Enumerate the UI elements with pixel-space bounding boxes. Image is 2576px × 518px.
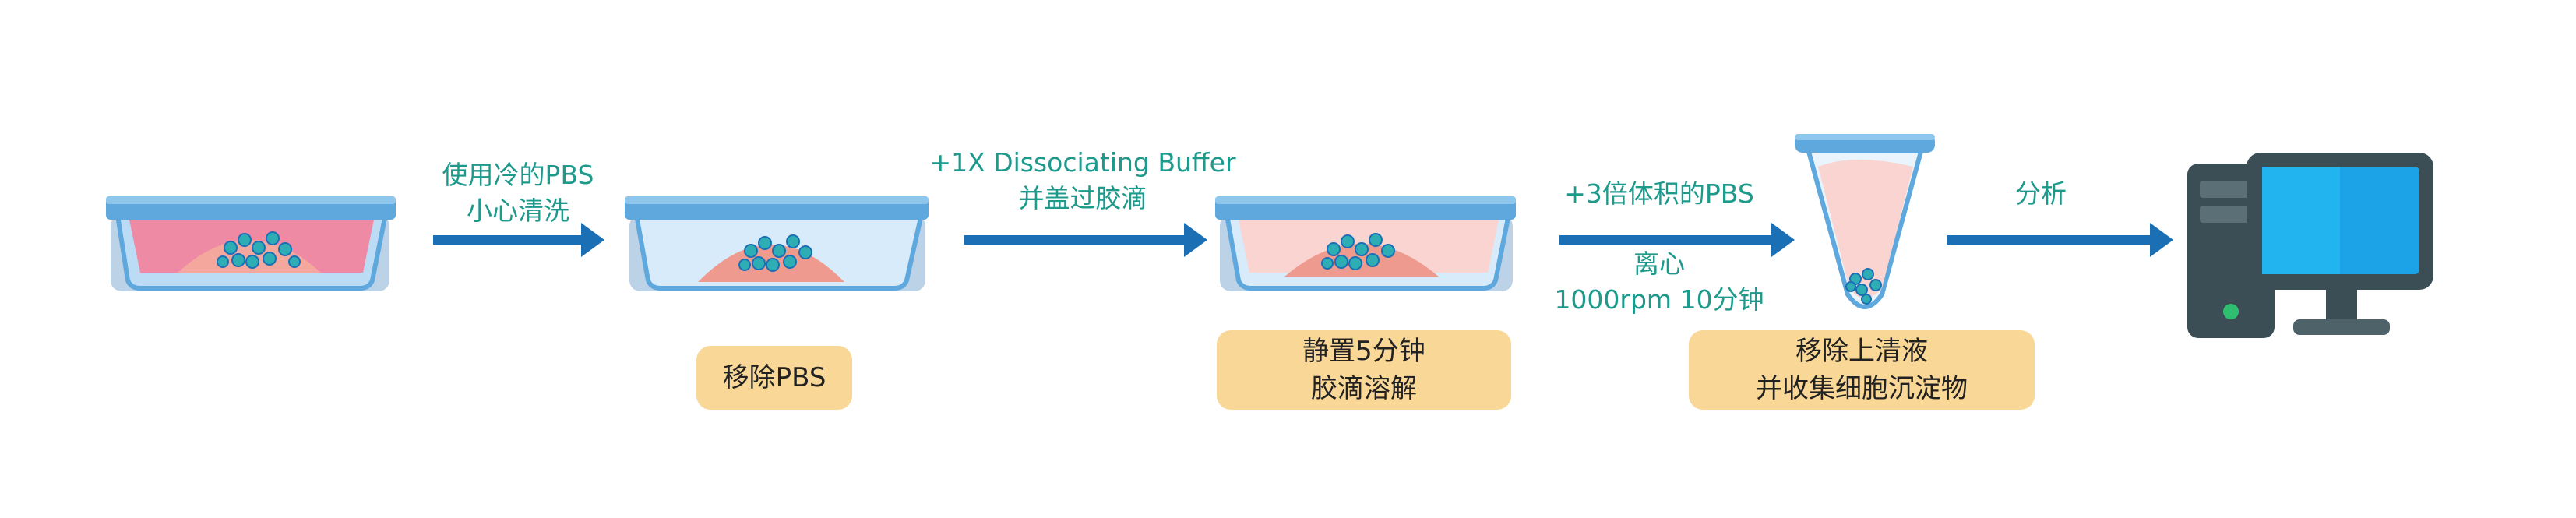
note-box-remove-pbs: 移除PBS [696, 346, 852, 410]
step5-label-top: +3倍体积的PBS [1542, 176, 1776, 212]
petri-dish-icon [106, 196, 396, 291]
step5-label-bottom-line2: 1000rpm 10分钟 [1554, 284, 1764, 315]
note-box-line: 并收集细胞沉淀物 [1756, 373, 1968, 404]
note-box-line: 静置5分钟 [1302, 336, 1425, 367]
step5-label-bottom: 离心 1000rpm 10分钟 [1527, 246, 1792, 318]
step7-label: 分析 [1994, 176, 2088, 212]
arrow [433, 223, 604, 257]
petri-dish-icon [1215, 196, 1516, 291]
step3-label-line1: +1X Dissociating Buffer [929, 147, 1236, 178]
step5-label-top-line1: +3倍体积的PBS [1564, 178, 1754, 209]
note-box-line: 移除PBS [722, 362, 826, 393]
note-box-line: 移除上清液 [1795, 336, 1928, 367]
arrow [1947, 223, 2173, 257]
step1-label: 使用冷的PBS 小心清洗 [436, 157, 600, 229]
note-box-collect-pellet: 移除上清液 并收集细胞沉淀物 [1689, 330, 2035, 410]
note-box-line: 胶滴溶解 [1311, 373, 1417, 404]
step1-label-line1: 使用冷的PBS [442, 160, 594, 190]
step3-label: +1X Dissociating Buffer 并盖过胶滴 [919, 145, 1246, 217]
step3-label-line2: 并盖过胶滴 [1018, 183, 1147, 213]
arrow [1559, 223, 1795, 257]
step5-label-bottom-line1: 离心 [1633, 248, 1685, 279]
centrifuge-tube-icon [1795, 134, 1935, 309]
step1-label-line2: 小心清洗 [467, 196, 569, 226]
petri-dish-icon [625, 196, 929, 291]
arrow [964, 223, 1207, 257]
note-box-incubate: 静置5分钟 胶滴溶解 [1217, 330, 1511, 410]
step7-label-line1: 分析 [2015, 178, 2067, 209]
computer-icon [2187, 153, 2433, 338]
